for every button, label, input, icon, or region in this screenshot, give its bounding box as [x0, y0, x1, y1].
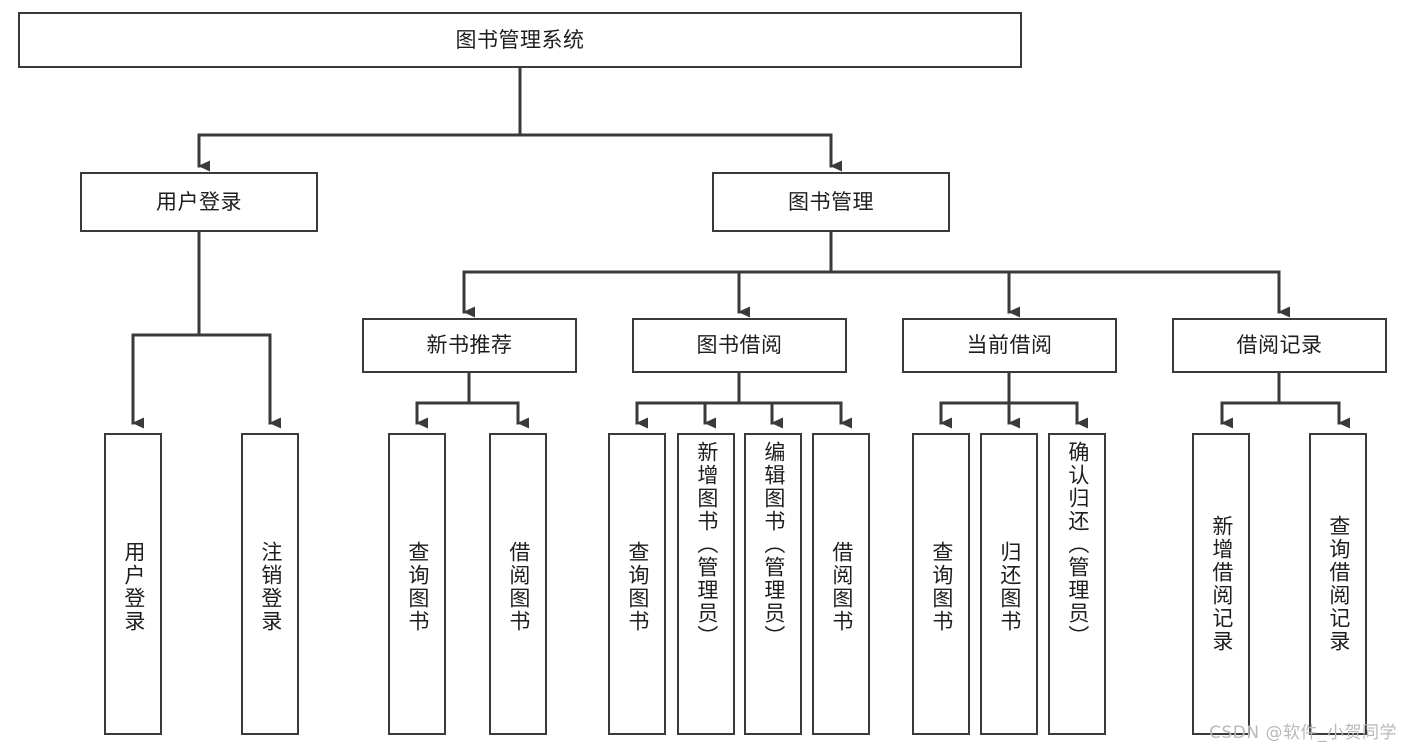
node-leaf-add-borrow-record[interactable]: 新增借阅记录: [1192, 433, 1250, 735]
node-label: 用户登录: [121, 541, 146, 633]
node-leaf-logout[interactable]: 注销登录: [241, 433, 299, 735]
node-label: 当前借阅: [966, 333, 1053, 358]
node-leaf-borrow-books-recommend[interactable]: 借阅图书: [489, 433, 547, 735]
node-leaf-return-books[interactable]: 归还图书: [980, 433, 1038, 735]
node-leaf-confirm-return-admin[interactable]: 确认归还（管理员）: [1048, 433, 1106, 735]
csdn-watermark: CSDN @软件_小贺同学: [1209, 723, 1397, 743]
node-label: 图书借阅: [696, 333, 783, 358]
node-leaf-user-login[interactable]: 用户登录: [104, 433, 162, 735]
node-label: 归还图书: [997, 541, 1022, 633]
node-label: 查询借阅记录: [1326, 515, 1351, 653]
node-label: 图书管理系统: [455, 27, 585, 52]
node-leaf-query-books-recommend[interactable]: 查询图书: [388, 433, 446, 735]
node-label: 查询图书: [405, 541, 430, 633]
node-user-login[interactable]: 用户登录: [80, 172, 318, 232]
node-book-borrowing[interactable]: 图书借阅: [632, 318, 847, 373]
node-label: 查询图书: [625, 541, 650, 633]
node-label: 借阅记录: [1236, 333, 1323, 358]
node-current-borrowing[interactable]: 当前借阅: [902, 318, 1117, 373]
node-label: 查询图书: [929, 541, 954, 633]
node-label: 借阅图书: [829, 541, 854, 633]
node-label: 新书推荐: [426, 333, 513, 358]
node-book-management[interactable]: 图书管理: [712, 172, 950, 232]
node-leaf-borrow-books[interactable]: 借阅图书: [812, 433, 870, 735]
node-leaf-query-books-borrow[interactable]: 查询图书: [608, 433, 666, 735]
node-label: 用户登录: [156, 189, 242, 214]
node-leaf-edit-book-admin[interactable]: 编辑图书（管理员）: [744, 433, 802, 735]
node-label: 新增图书（管理员）: [694, 441, 719, 648]
node-root-book-management-system[interactable]: 图书管理系统: [18, 12, 1022, 68]
node-leaf-query-borrow-record[interactable]: 查询借阅记录: [1309, 433, 1367, 735]
node-new-book-recommendation[interactable]: 新书推荐: [362, 318, 577, 373]
node-borrowing-records[interactable]: 借阅记录: [1172, 318, 1387, 373]
node-leaf-query-books-current[interactable]: 查询图书: [912, 433, 970, 735]
node-label: 编辑图书（管理员）: [761, 441, 786, 648]
node-leaf-add-book-admin[interactable]: 新增图书（管理员）: [677, 433, 735, 735]
node-label: 新增借阅记录: [1209, 515, 1234, 653]
node-label: 确认归还（管理员）: [1065, 441, 1090, 648]
node-label: 借阅图书: [506, 541, 531, 633]
node-label: 注销登录: [258, 541, 283, 633]
node-label: 图书管理: [788, 189, 874, 214]
